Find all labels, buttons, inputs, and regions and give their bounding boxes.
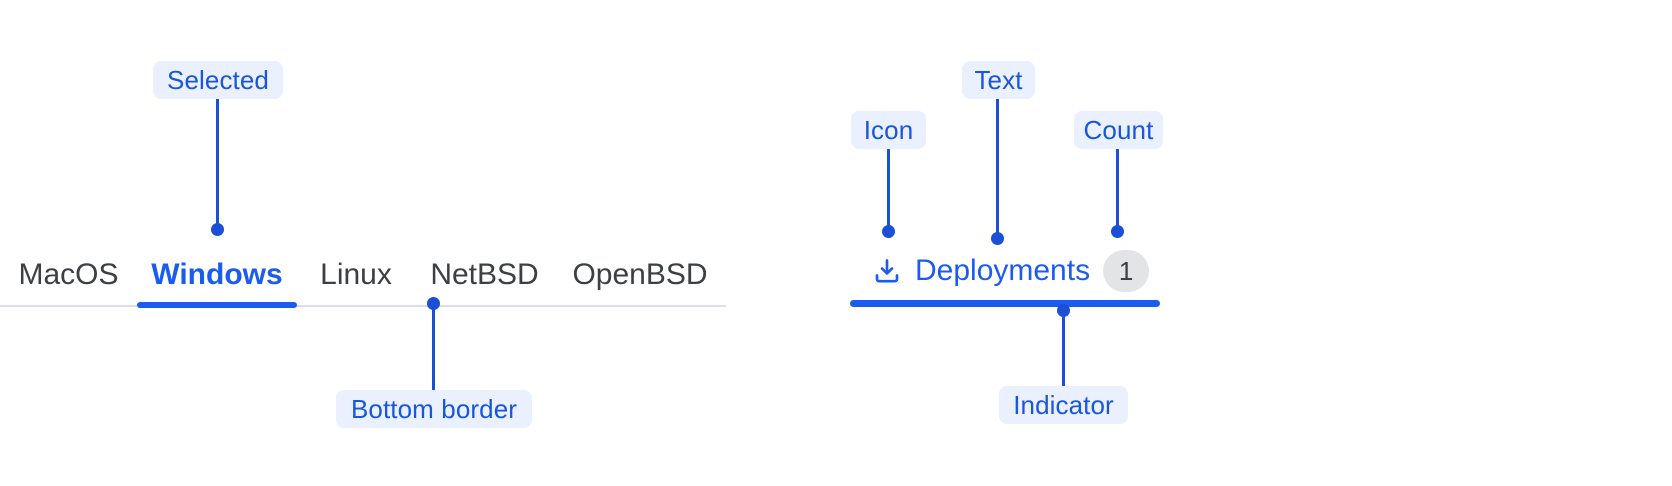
- leader-dot-count: [1111, 225, 1124, 238]
- leader-line-count: [1116, 149, 1119, 231]
- leader-line-text: [996, 99, 999, 239]
- leader-dot-text: [991, 232, 1004, 245]
- tab-openbsd[interactable]: OpenBSD: [554, 245, 726, 305]
- tab-openbsd-label: OpenBSD: [572, 258, 708, 291]
- tab-netbsd[interactable]: NetBSD: [415, 245, 554, 305]
- tab-macos-label: MacOS: [18, 258, 119, 291]
- os-tabbar: MacOS Windows Linux NetBSD OpenBSD: [0, 245, 726, 308]
- deployments-tab-label: Deployments: [915, 254, 1091, 287]
- download-icon: [872, 256, 902, 286]
- deployments-count-badge: 1: [1103, 250, 1150, 292]
- annotation-label-bottom-border: Bottom border: [336, 390, 532, 428]
- annotation-label-indicator: Indicator: [999, 386, 1128, 424]
- annotation-label-selected: Selected: [153, 61, 283, 99]
- tab-linux-label: Linux: [320, 258, 392, 291]
- leader-dot-selected: [211, 223, 224, 236]
- tab-macos[interactable]: MacOS: [0, 245, 137, 305]
- tab-netbsd-label: NetBSD: [430, 258, 539, 291]
- tab-linux[interactable]: Linux: [297, 245, 415, 305]
- deployments-tab[interactable]: Deployments 1: [850, 243, 1160, 307]
- annotation-label-icon: Icon: [851, 111, 926, 149]
- leader-line-selected: [216, 99, 219, 229]
- deployments-tab-content: Deployments 1: [850, 243, 1150, 299]
- deployments-tab-indicator: [850, 300, 1160, 307]
- annotation-label-text: Text: [962, 61, 1035, 99]
- annotation-label-count: Count: [1074, 111, 1163, 149]
- leader-dot-icon: [882, 225, 895, 238]
- leader-line-indicator: [1062, 310, 1065, 387]
- tabbar-bottom-border: [0, 305, 726, 307]
- leader-line-bottom-border: [432, 303, 435, 391]
- tab-windows-selected-indicator: [137, 302, 297, 308]
- tab-windows-label: Windows: [151, 258, 283, 291]
- leader-line-icon: [887, 149, 890, 231]
- tab-windows[interactable]: Windows: [137, 245, 297, 305]
